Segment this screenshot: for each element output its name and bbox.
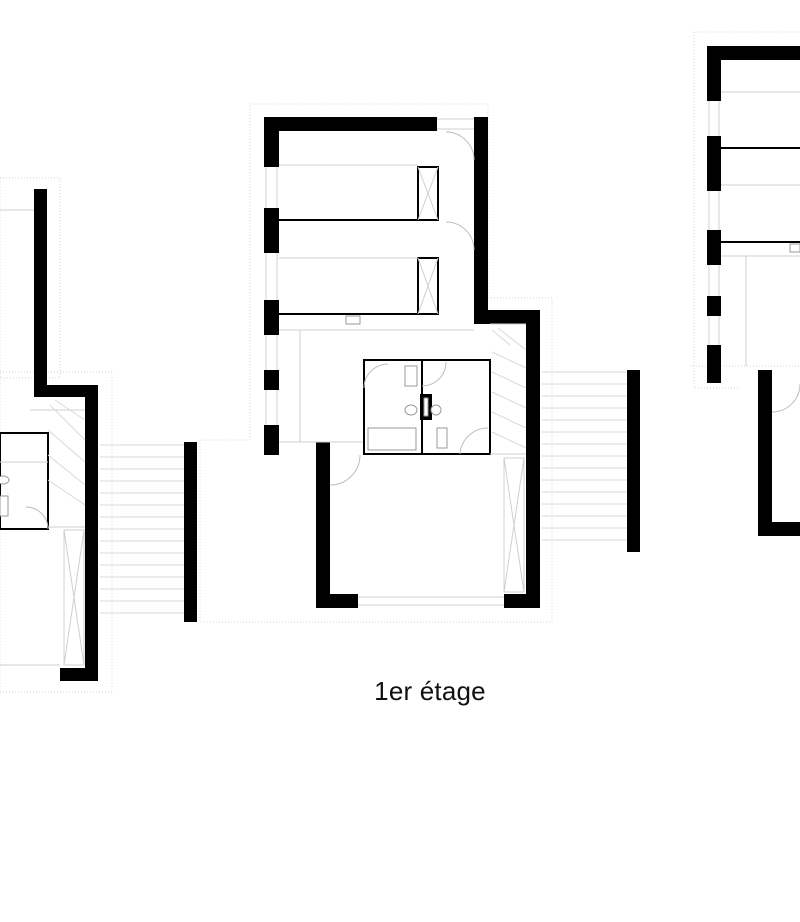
floor-label: 1er étage	[374, 676, 486, 706]
center-house-plan	[199, 103, 553, 623]
left-exterior-stair	[100, 442, 197, 622]
left-house-plan	[0, 177, 113, 693]
right-exterior-stair	[542, 370, 640, 552]
right-house-plan	[690, 31, 800, 536]
